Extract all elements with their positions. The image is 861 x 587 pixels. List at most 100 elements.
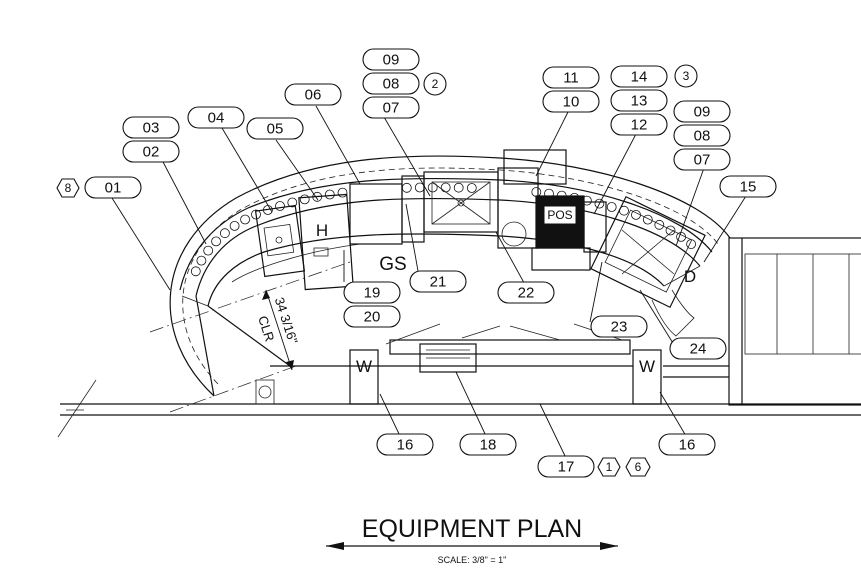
tag-24: 24 bbox=[669, 337, 727, 360]
tag-pills: 01 02 03 04 05 06 09 08 07 11 10 14 13 1… bbox=[84, 48, 777, 478]
svg-text:04: 04 bbox=[208, 110, 225, 127]
svg-text:22: 22 bbox=[518, 285, 535, 302]
tag-05: 05 bbox=[246, 117, 304, 140]
bottle-ring bbox=[466, 183, 477, 193]
svg-text:1: 1 bbox=[606, 460, 613, 474]
svg-text:13: 13 bbox=[631, 93, 648, 110]
svg-text:10: 10 bbox=[563, 94, 580, 111]
bottle-ring bbox=[337, 187, 348, 198]
curved-bar-counter bbox=[169, 155, 731, 405]
tag-13: 13 bbox=[610, 89, 668, 112]
svg-text:24: 24 bbox=[690, 341, 707, 358]
bottle-ring bbox=[606, 202, 617, 212]
bottle-ring bbox=[440, 182, 451, 193]
bottle-ring bbox=[275, 201, 285, 211]
bottle-ring bbox=[196, 255, 207, 266]
drawing-scale: SCALE: 3/8" = 1" bbox=[438, 555, 507, 565]
bottle-ring bbox=[401, 182, 412, 193]
svg-text:17: 17 bbox=[558, 459, 575, 476]
svg-text:01: 01 bbox=[105, 180, 122, 197]
tag-18: 18 bbox=[459, 433, 517, 456]
svg-text:19: 19 bbox=[364, 285, 381, 302]
bottle-ring bbox=[654, 219, 665, 230]
d-mark: D bbox=[684, 267, 696, 286]
tag-08-right: 08 bbox=[673, 124, 731, 147]
right-wall-structure bbox=[728, 237, 861, 406]
clearance-unit: CLR bbox=[255, 314, 277, 343]
floor-lines bbox=[57, 365, 861, 438]
tag-17: 17 bbox=[537, 455, 595, 478]
tag-22: 22 bbox=[497, 281, 555, 304]
svg-text:16: 16 bbox=[679, 437, 696, 454]
bottle-ring bbox=[299, 194, 310, 205]
circle-note-2: 2 bbox=[423, 72, 447, 96]
svg-text:16: 16 bbox=[397, 437, 414, 454]
tag-11: 11 bbox=[542, 66, 600, 89]
svg-text:09: 09 bbox=[383, 52, 400, 69]
svg-text:20: 20 bbox=[364, 309, 381, 326]
svg-text:12: 12 bbox=[631, 117, 648, 134]
w-mark-right: W bbox=[639, 357, 655, 376]
svg-text:05: 05 bbox=[267, 121, 284, 138]
w-mark-left: W bbox=[356, 357, 372, 376]
svg-text:09: 09 bbox=[694, 104, 711, 121]
svg-text:08: 08 bbox=[383, 76, 400, 93]
tag-09-left: 09 bbox=[362, 48, 420, 71]
svg-text:14: 14 bbox=[631, 69, 648, 86]
hex-note-8: 8 bbox=[56, 178, 80, 198]
svg-text:21: 21 bbox=[430, 274, 447, 291]
hex-note-1: 1 bbox=[597, 457, 621, 477]
bottle-ring bbox=[631, 209, 641, 220]
tag-12: 12 bbox=[610, 113, 668, 136]
pos-label: POS bbox=[547, 208, 572, 222]
hex-note-6: 6 bbox=[625, 457, 651, 477]
bottle-ring bbox=[642, 214, 653, 225]
bottle-ring bbox=[453, 182, 464, 193]
note-markers: 8 2 3 1 6 bbox=[56, 64, 698, 477]
tag-01: 01 bbox=[84, 176, 142, 199]
svg-text:03: 03 bbox=[143, 120, 160, 137]
svg-text:8: 8 bbox=[65, 181, 72, 195]
tag-20: 20 bbox=[343, 305, 401, 328]
svg-text:2: 2 bbox=[432, 77, 439, 91]
gs-label: GS bbox=[379, 254, 406, 275]
svg-text:06: 06 bbox=[305, 87, 322, 104]
tag-16-right: 16 bbox=[658, 433, 716, 456]
leader-lines bbox=[111, 105, 747, 459]
circle-note-3: 3 bbox=[674, 64, 698, 88]
svg-text:15: 15 bbox=[740, 179, 757, 196]
rear-equipment-row: W W bbox=[349, 323, 662, 405]
svg-text:23: 23 bbox=[611, 319, 628, 336]
tag-19: 19 bbox=[343, 281, 401, 304]
svg-text:08: 08 bbox=[694, 128, 711, 145]
svg-text:07: 07 bbox=[694, 152, 711, 169]
tag-23: 23 bbox=[590, 315, 648, 338]
ice-bin-mark: H bbox=[316, 221, 328, 240]
bottle-ring bbox=[211, 236, 222, 247]
tag-06: 06 bbox=[284, 83, 342, 106]
bottle-ring bbox=[324, 189, 335, 200]
tag-03: 03 bbox=[122, 116, 180, 139]
svg-text:02: 02 bbox=[143, 144, 160, 161]
bottle-ring bbox=[531, 187, 542, 197]
tag-16-left: 16 bbox=[376, 433, 434, 456]
bottle-ring bbox=[240, 214, 251, 225]
tag-07-right: 07 bbox=[673, 148, 731, 171]
drawing-title: EQUIPMENT PLAN bbox=[362, 515, 582, 543]
bottle-ring bbox=[219, 228, 230, 239]
tag-21: 21 bbox=[409, 270, 467, 293]
tag-07-left: 07 bbox=[362, 96, 420, 119]
tag-10: 10 bbox=[542, 90, 600, 113]
bottle-ring bbox=[229, 220, 240, 231]
tag-04: 04 bbox=[187, 106, 245, 129]
svg-text:6: 6 bbox=[635, 460, 642, 474]
bottle-ring bbox=[190, 266, 201, 277]
tag-02: 02 bbox=[122, 140, 180, 163]
svg-text:3: 3 bbox=[683, 69, 690, 83]
bottle-ring bbox=[287, 197, 298, 208]
tag-09-right: 09 bbox=[673, 100, 731, 123]
svg-text:18: 18 bbox=[480, 437, 497, 454]
tag-15: 15 bbox=[719, 175, 777, 198]
svg-text:07: 07 bbox=[383, 100, 400, 117]
